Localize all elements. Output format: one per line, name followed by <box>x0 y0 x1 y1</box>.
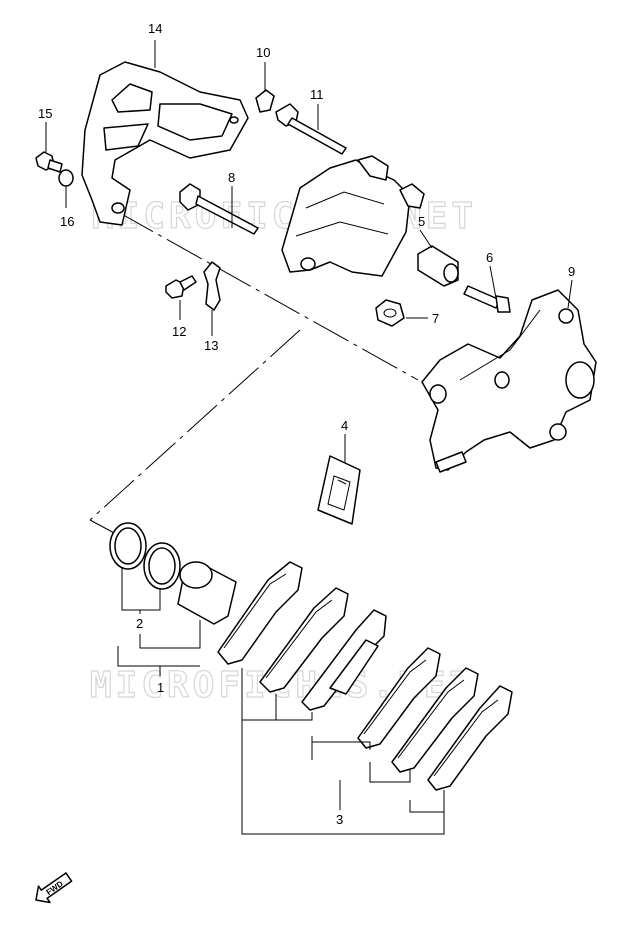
caliper-bracket <box>421 289 597 473</box>
callout-3: 3 <box>336 812 343 827</box>
callout-7: 7 <box>432 311 439 326</box>
assembly-line-caliper <box>89 329 301 521</box>
nut <box>375 299 405 327</box>
guard-bolt <box>35 151 63 173</box>
callout-14: 14 <box>148 21 162 36</box>
callout-2: 2 <box>136 616 143 631</box>
fwd-arrow-icon: FWD <box>35 872 73 904</box>
caliper-pin <box>275 103 347 155</box>
callout-13: 13 <box>204 338 218 353</box>
bracket-pin <box>463 285 511 313</box>
piston-seal-2 <box>143 542 181 590</box>
callout-11: 11 <box>310 87 324 102</box>
caliper-guard <box>81 61 249 226</box>
pad-clip <box>203 261 221 311</box>
bleeder-screw <box>165 275 197 299</box>
callout-10: 10 <box>256 45 270 60</box>
piston <box>177 561 237 625</box>
callout-15: 15 <box>38 106 52 121</box>
brake-pad-5 <box>391 667 479 773</box>
brake-pad-4 <box>357 647 441 749</box>
pad-spring <box>317 455 361 525</box>
callout-6: 6 <box>486 250 493 265</box>
assembly-line-bracket <box>117 211 419 381</box>
washer <box>58 169 74 187</box>
brake-pad-6 <box>427 685 513 791</box>
callout-12: 12 <box>172 324 186 339</box>
brake-pad-3 <box>301 609 387 711</box>
piston-seal-1 <box>109 522 147 570</box>
leader-lines <box>45 40 573 835</box>
caliper-body <box>281 155 425 277</box>
pin-cap <box>255 89 275 113</box>
callout-4: 4 <box>341 418 348 433</box>
slide-pin-bolt <box>179 183 259 235</box>
callout-9: 9 <box>568 264 575 279</box>
callout-8: 8 <box>228 170 235 185</box>
callout-16: 16 <box>60 214 74 229</box>
callout-5: 5 <box>418 214 425 229</box>
sleeve <box>417 245 459 287</box>
brake-pad-1 <box>217 561 303 665</box>
brake-pad-2 <box>259 587 349 693</box>
callout-1: 1 <box>157 680 164 695</box>
